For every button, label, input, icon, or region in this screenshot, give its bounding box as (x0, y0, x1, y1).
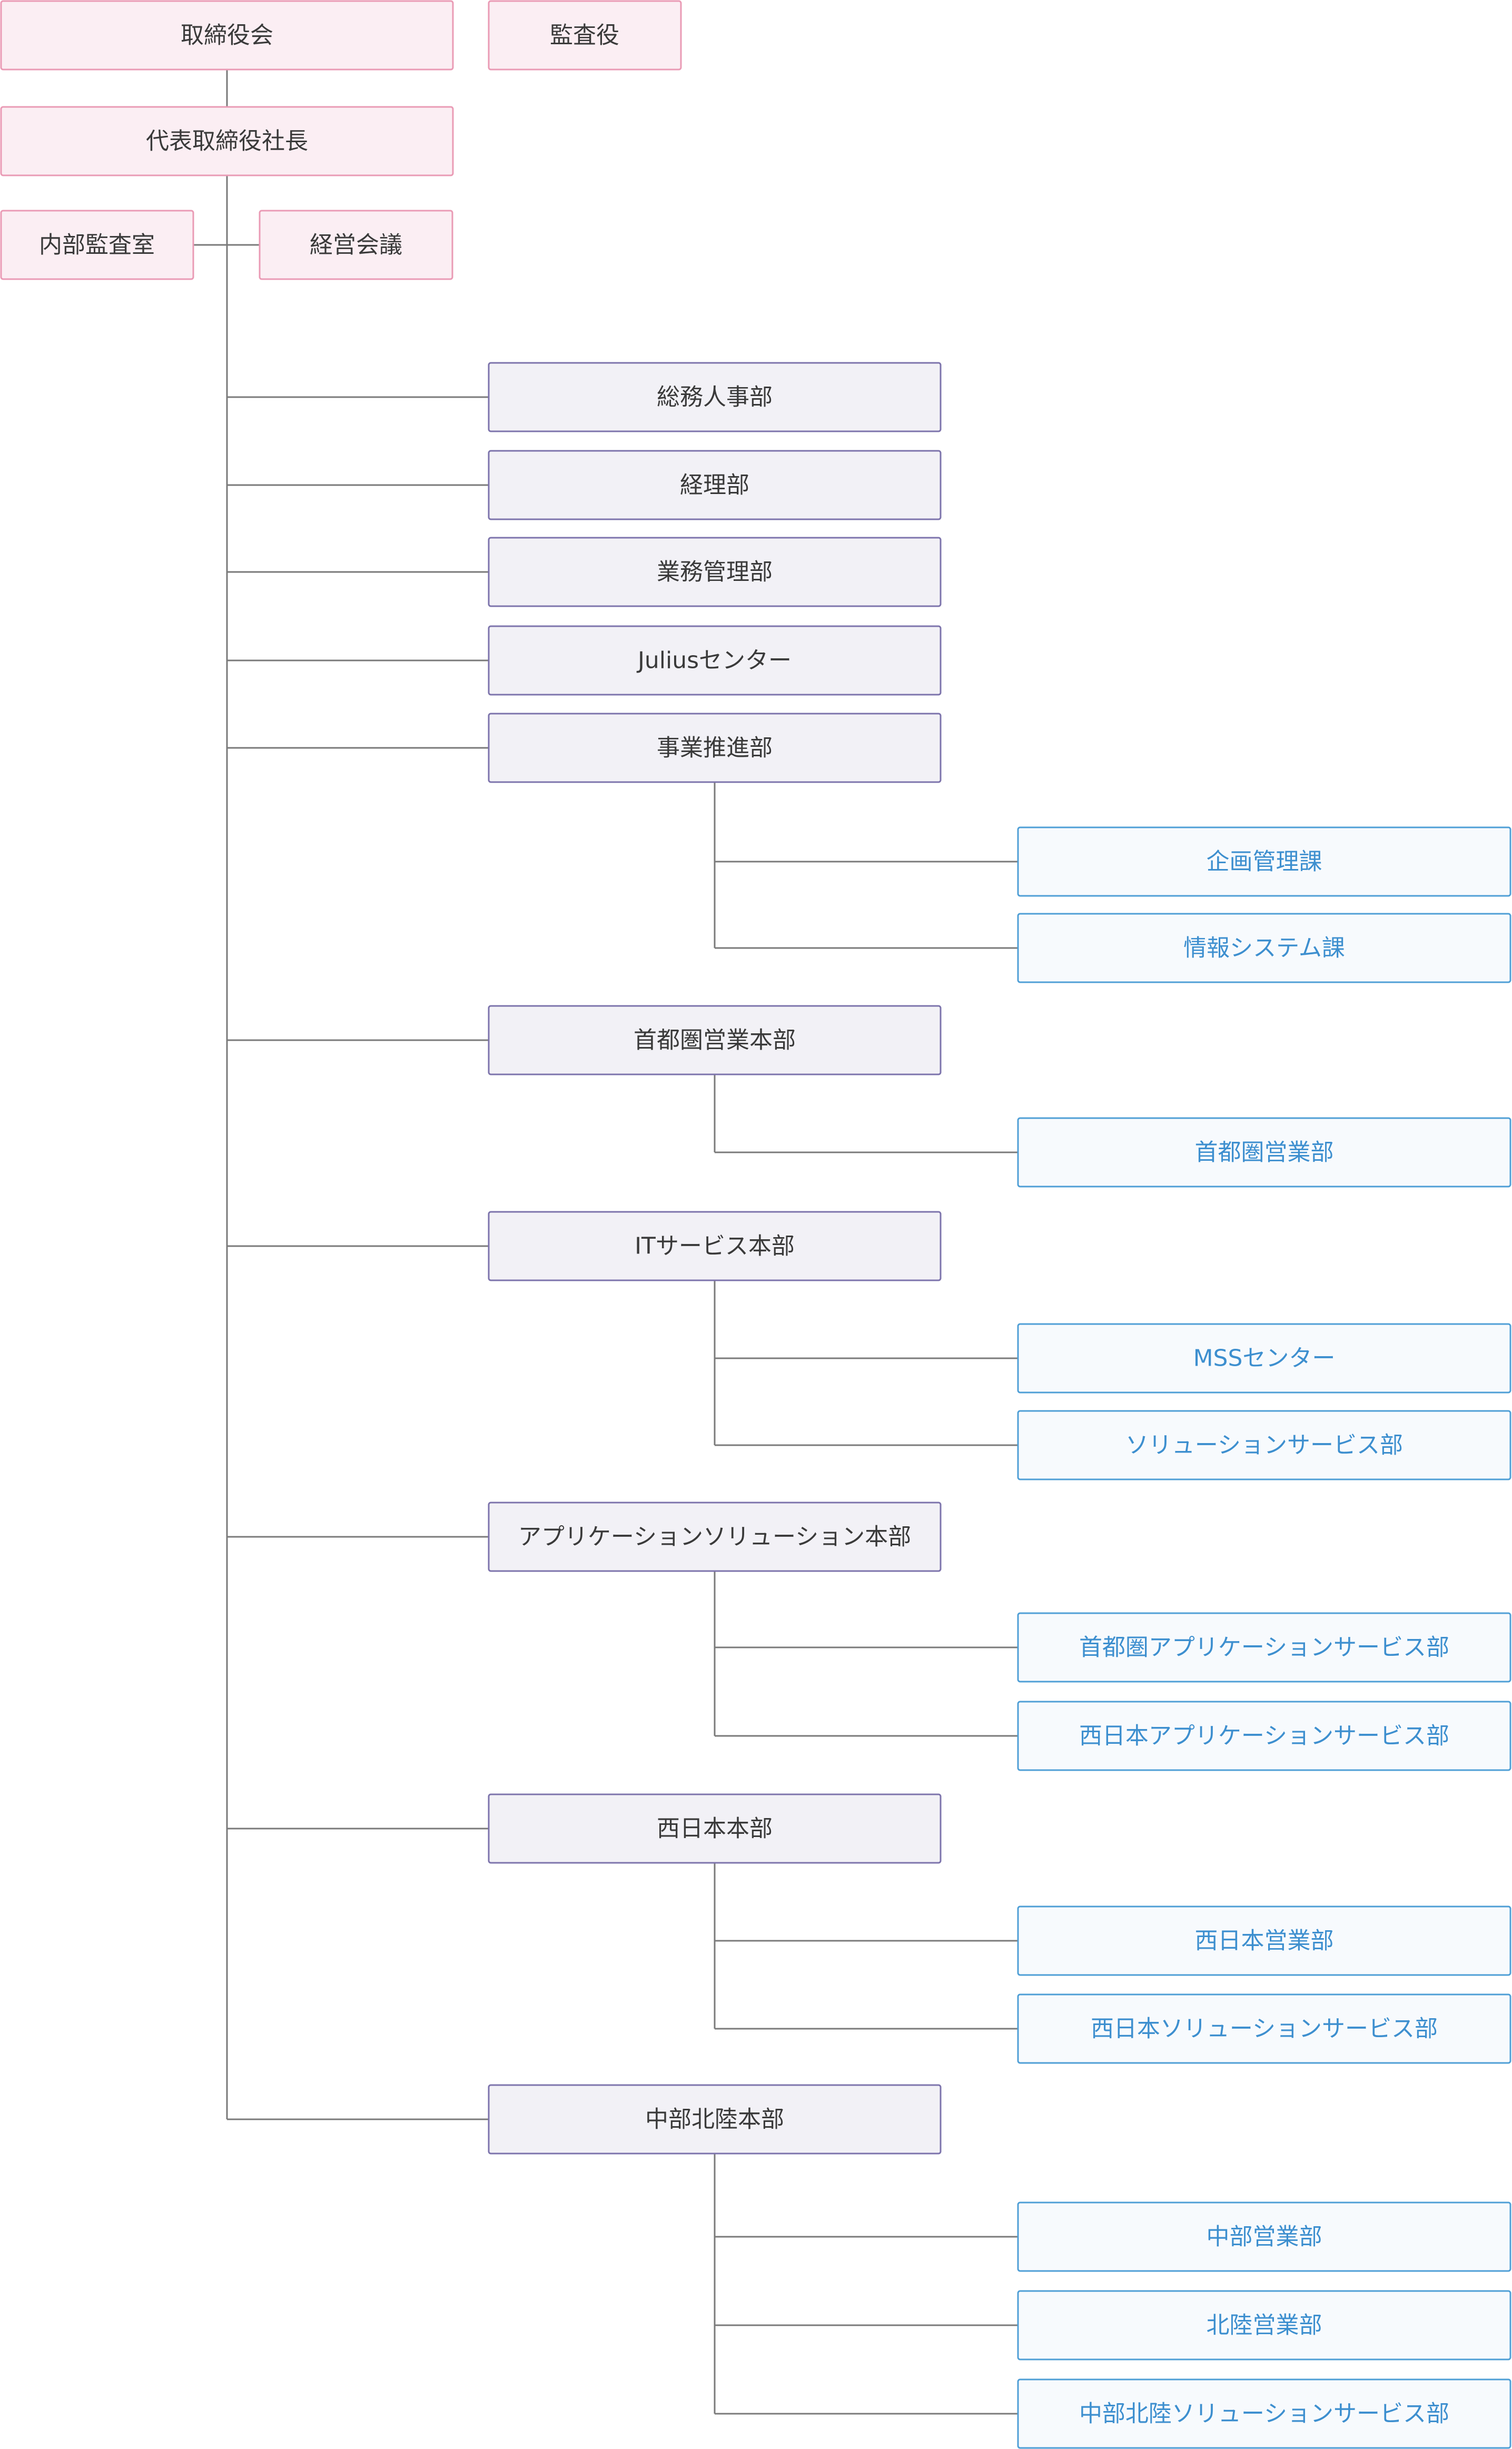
department-node[interactable]: 西日本本部 (488, 1793, 942, 1864)
sub-department-node[interactable]: MSSセンター (1017, 1323, 1511, 1394)
department-node-box (488, 450, 942, 520)
sub-department-node-label: 北陸営業部 (1207, 2312, 1322, 2339)
internal-audit-node[interactable]: 内部監査室 (0, 210, 194, 280)
management-meeting-node[interactable]: 経営会議 (259, 210, 453, 280)
internal-audit-label: 内部監査室 (39, 232, 155, 259)
department-node-box (488, 1005, 942, 1075)
department-node-label: 総務人事部 (657, 384, 773, 411)
department-node-label: 中部北陸本部 (645, 2106, 784, 2133)
sub-department-node[interactable]: 中部北陸ソリューションサービス部 (1017, 2378, 1511, 2449)
department-node-label: 西日本本部 (657, 1815, 773, 1842)
sub-department-node-label: 情報システム課 (1183, 935, 1345, 962)
sub-department-node[interactable]: 西日本ソリューションサービス部 (1017, 1993, 1511, 2064)
sub-department-node[interactable]: 首都圏アプリケーションサービス部 (1017, 1612, 1511, 1683)
auditor-node[interactable]: 監査役 (488, 0, 682, 71)
department-node-label: 事業推進部 (657, 735, 773, 762)
sub-department-node-box (1017, 1323, 1511, 1394)
auditor-label: 監査役 (550, 22, 619, 49)
sub-department-node-box (1017, 2378, 1511, 2449)
department-node-box (488, 537, 942, 607)
sub-department-node-label: 西日本営業部 (1195, 1928, 1334, 1954)
board-label: 取締役会 (181, 22, 273, 49)
department-node[interactable]: 経理部 (488, 450, 942, 520)
department-node-label: ITサービス本部 (635, 1233, 795, 1260)
sub-department-node-box (1017, 1905, 1511, 1976)
department-node-box (488, 625, 942, 696)
sub-department-node-box (1017, 1993, 1511, 2064)
department-node-box (488, 1211, 942, 1281)
department-node-label: Juliusセンター (636, 647, 792, 674)
sub-department-node-box (1017, 1117, 1511, 1188)
sub-department-node[interactable]: 北陸営業部 (1017, 2290, 1511, 2361)
sub-department-node[interactable]: 情報システム課 (1017, 913, 1511, 983)
president-node[interactable]: 代表取締役社長 (0, 106, 454, 176)
sub-department-node-label: 中部北陸ソリューションサービス部 (1079, 2401, 1449, 2427)
sub-department-node[interactable]: 西日本アプリケーションサービス部 (1017, 1701, 1511, 1771)
department-node-label: アプリケーションソリューション本部 (518, 1524, 911, 1551)
management-meeting-label: 経営会議 (310, 232, 402, 259)
sub-department-node-box (1017, 1612, 1511, 1683)
president-label: 代表取締役社長 (146, 128, 308, 155)
sub-department-node-label: 首都圏アプリケーションサービス部 (1079, 1634, 1449, 1661)
department-node[interactable]: 中部北陸本部 (488, 2084, 942, 2155)
department-node-box (488, 362, 942, 432)
department-node-box (488, 2084, 942, 2155)
department-node-box (488, 1502, 942, 1572)
sub-department-node-label: MSSセンター (1193, 1345, 1336, 1372)
department-node[interactable]: 業務管理部 (488, 537, 942, 607)
sub-department-node-box (1017, 1701, 1511, 1771)
department-node-label: 業務管理部 (657, 559, 773, 586)
department-node[interactable]: 首都圏営業本部 (488, 1005, 942, 1075)
sub-department-node-label: 首都圏営業部 (1195, 1139, 1334, 1166)
sub-department-node-box (1017, 913, 1511, 983)
sub-department-node[interactable]: 中部営業部 (1017, 2201, 1511, 2272)
department-node-label: 首都圏営業本部 (634, 1027, 796, 1054)
department-node-box (488, 1793, 942, 1864)
department-node[interactable]: アプリケーションソリューション本部 (488, 1502, 942, 1572)
department-node-box (488, 713, 942, 783)
department-node[interactable]: 総務人事部 (488, 362, 942, 432)
sub-department-node-label: 企画管理課 (1207, 848, 1322, 875)
sub-department-node-box (1017, 1410, 1511, 1480)
department-node[interactable]: 事業推進部 (488, 713, 942, 783)
sub-department-node[interactable]: 西日本営業部 (1017, 1905, 1511, 1976)
sub-department-node[interactable]: 首都圏営業部 (1017, 1117, 1511, 1188)
sub-department-node-label: 西日本ソリューションサービス部 (1091, 2016, 1438, 2042)
sub-department-node-label: 西日本アプリケーションサービス部 (1079, 1723, 1449, 1750)
board-node[interactable]: 取締役会 (0, 0, 454, 71)
sub-department-node-label: 中部営業部 (1207, 2224, 1322, 2250)
sub-department-node[interactable]: 企画管理課 (1017, 826, 1511, 897)
department-node[interactable]: Juliusセンター (488, 625, 942, 696)
sub-department-node-box (1017, 2290, 1511, 2361)
department-node-label: 経理部 (680, 472, 749, 499)
sub-department-node[interactable]: ソリューションサービス部 (1017, 1410, 1511, 1480)
sub-department-node-box (1017, 826, 1511, 897)
sub-department-node-label: ソリューションサービス部 (1125, 1432, 1403, 1459)
department-node[interactable]: ITサービス本部 (488, 1211, 942, 1281)
sub-department-node-box (1017, 2201, 1511, 2272)
connector-lines (193, 70, 1018, 2415)
